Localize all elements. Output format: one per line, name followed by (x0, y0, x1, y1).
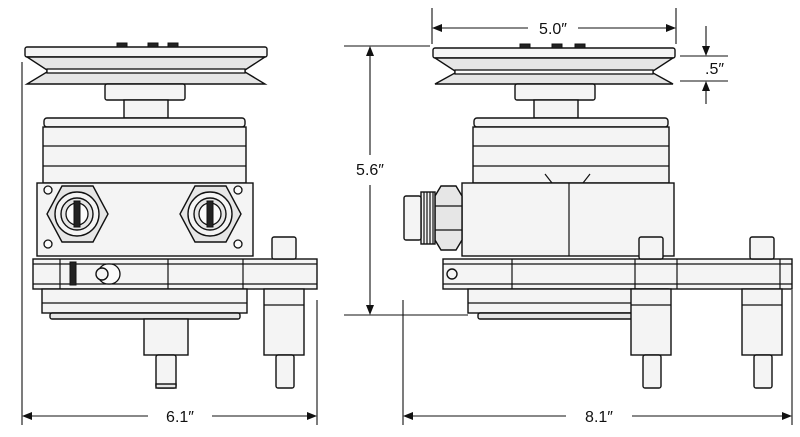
front-pulley (24, 42, 268, 119)
front-width-label: 6.1″ (166, 409, 194, 426)
pulley-width-label: .5″ (705, 61, 724, 78)
dimension-pulley-width: .5″ (680, 26, 728, 104)
side-pump-body (461, 117, 675, 257)
dimension-front-width: 6.1″ (21, 62, 318, 426)
side-view (403, 43, 793, 389)
front-mount-bracket (32, 258, 318, 320)
front-port-fitting-left (46, 185, 109, 243)
side-mount-stud-right (741, 236, 783, 389)
height-label: 5.6″ (356, 162, 384, 179)
dimension-pulley-diameter: 5.0″ (431, 8, 677, 44)
side-mount-bracket (442, 258, 793, 320)
dimension-side-length: 8.1″ (402, 290, 793, 426)
front-mount-stud (263, 236, 305, 389)
fitting-threads (423, 192, 434, 244)
front-port-fitting-right (179, 185, 242, 243)
side-an-fitting (403, 185, 463, 251)
side-pulley (432, 43, 676, 119)
front-view (24, 42, 318, 389)
side-length-label: 8.1″ (585, 409, 613, 426)
dimension-height: 5.6″ (344, 45, 468, 316)
front-bottom-shaft (143, 318, 189, 389)
pulley-diameter-label: 5.0″ (539, 21, 567, 38)
side-mount-stud-left (630, 236, 672, 389)
